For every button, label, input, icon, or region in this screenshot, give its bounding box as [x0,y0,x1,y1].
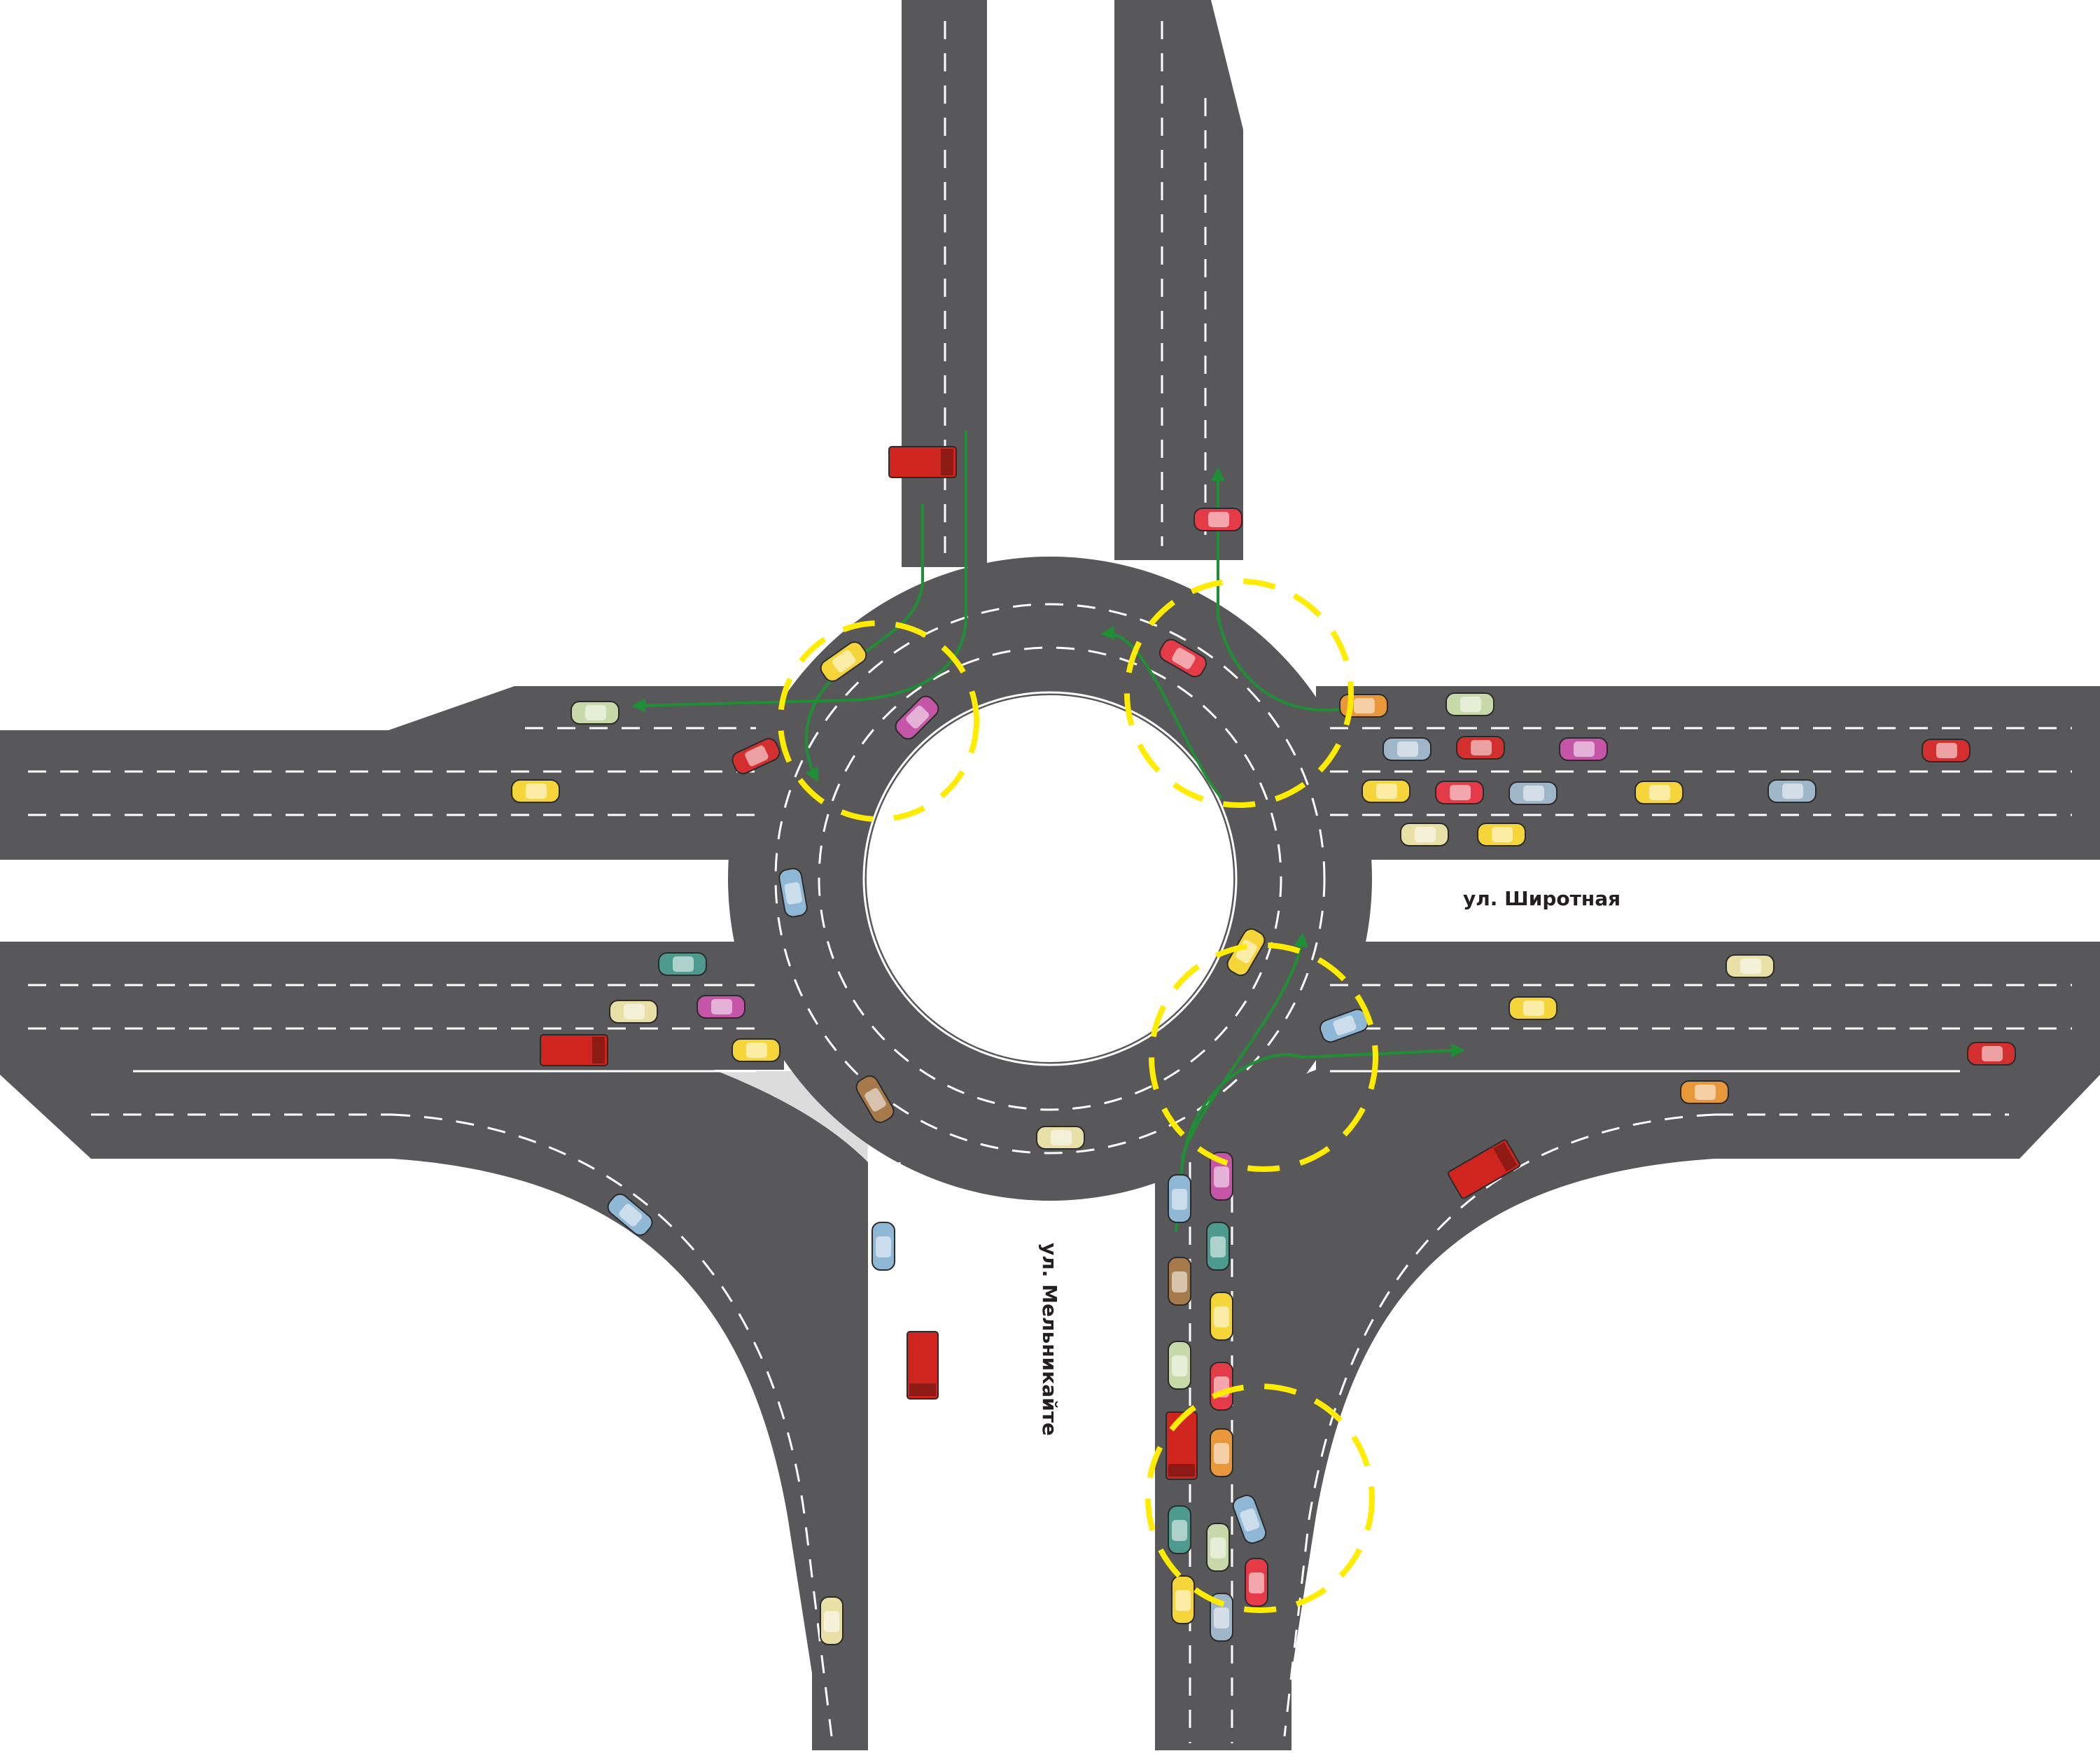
car [1210,1292,1233,1341]
car [1210,1152,1233,1201]
car [609,1000,658,1024]
car [1921,739,1970,762]
car [1559,737,1608,761]
car [1206,1523,1230,1572]
conflict-zones [778,578,1378,1613]
truck [888,446,957,478]
lane-markings [28,21,2072,1743]
car [1168,1174,1191,1223]
car [1508,996,1558,1020]
car [570,701,620,725]
ring-lane-divider-2 [774,603,1326,1154]
car [1435,781,1484,804]
car [1508,781,1558,805]
car [1382,737,1432,761]
vehicles [511,446,2016,1645]
truck [540,1034,608,1066]
ring-edge-inner [862,691,1238,1066]
conflict-zone-south-ramp [1145,1383,1375,1613]
car [1967,1042,2016,1066]
conflict-zone-southeast [1149,942,1378,1172]
car [1210,1362,1233,1411]
car [1210,1428,1233,1477]
road-east-lower [1155,942,2100,1750]
southeast-ramp-divider [1283,1113,1716,1737]
car [820,641,867,682]
car [1168,1341,1191,1390]
car [1168,1257,1191,1306]
car [1232,1494,1267,1544]
car [1036,1126,1085,1150]
conflict-zone-northeast [1124,578,1354,808]
car [1194,508,1242,531]
car [1477,823,1526,846]
conflict-zone-northwest [778,620,979,822]
car [1245,1558,1268,1607]
route-arrow [1100,626,1223,800]
car [820,1596,844,1645]
southwest-ramp-divider [391,1113,833,1737]
road-north-inbound [1114,0,1243,560]
car [895,695,939,740]
ring-lane-divider-1 [818,646,1282,1111]
road-east-upper [1316,686,2100,860]
car [855,1075,895,1124]
road-west-upper [0,686,784,860]
car [872,1222,895,1271]
street-label-horizontal: ул. Широтная [1463,887,1620,910]
car [1634,781,1684,804]
car [1680,1080,1729,1104]
car [1206,1222,1230,1271]
car [1210,1593,1233,1642]
route-arrow [1211,467,1355,712]
car [1168,1505,1191,1554]
car [511,779,560,803]
car [658,952,707,976]
car [1400,823,1449,846]
truck [1166,1411,1198,1480]
car [1362,779,1410,803]
car [1456,736,1505,760]
road-west-lower [0,942,868,1750]
car [1768,779,1816,803]
route-arrow [631,431,967,713]
car [1726,954,1774,978]
car [1158,639,1208,678]
car [778,867,808,918]
truck [906,1331,939,1400]
car [1171,1575,1195,1624]
truck [1447,1139,1521,1199]
central-island [867,695,1233,1062]
route-arrow [1182,1043,1465,1163]
car [732,1038,780,1062]
car [696,995,746,1019]
car [732,738,780,774]
street-label-vertical: ул. Мельникайте [1038,1243,1061,1436]
route-arrow [1175,933,1308,1233]
car [1446,692,1494,716]
car [607,1193,653,1236]
